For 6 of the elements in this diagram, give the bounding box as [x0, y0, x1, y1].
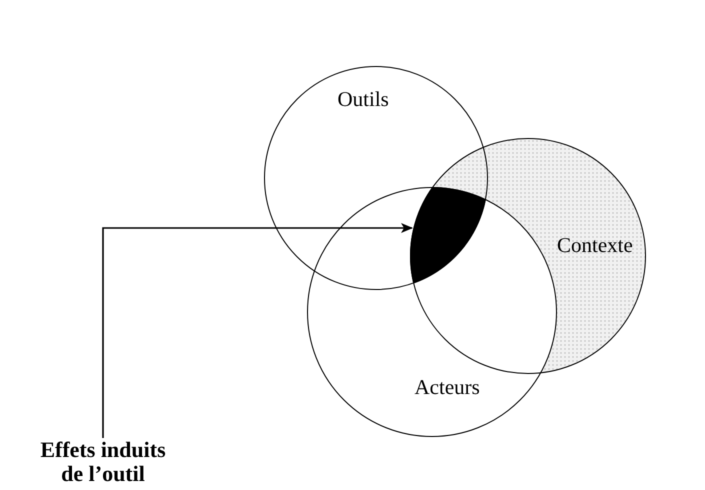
set-label: Contexte	[557, 232, 633, 258]
set-label: Outils	[338, 86, 389, 112]
callout-text: Effets induits de l’outil	[28, 438, 178, 486]
leader-arrow	[102, 223, 413, 438]
intersection-region	[410, 187, 486, 284]
set-label: Acteurs	[414, 374, 480, 400]
